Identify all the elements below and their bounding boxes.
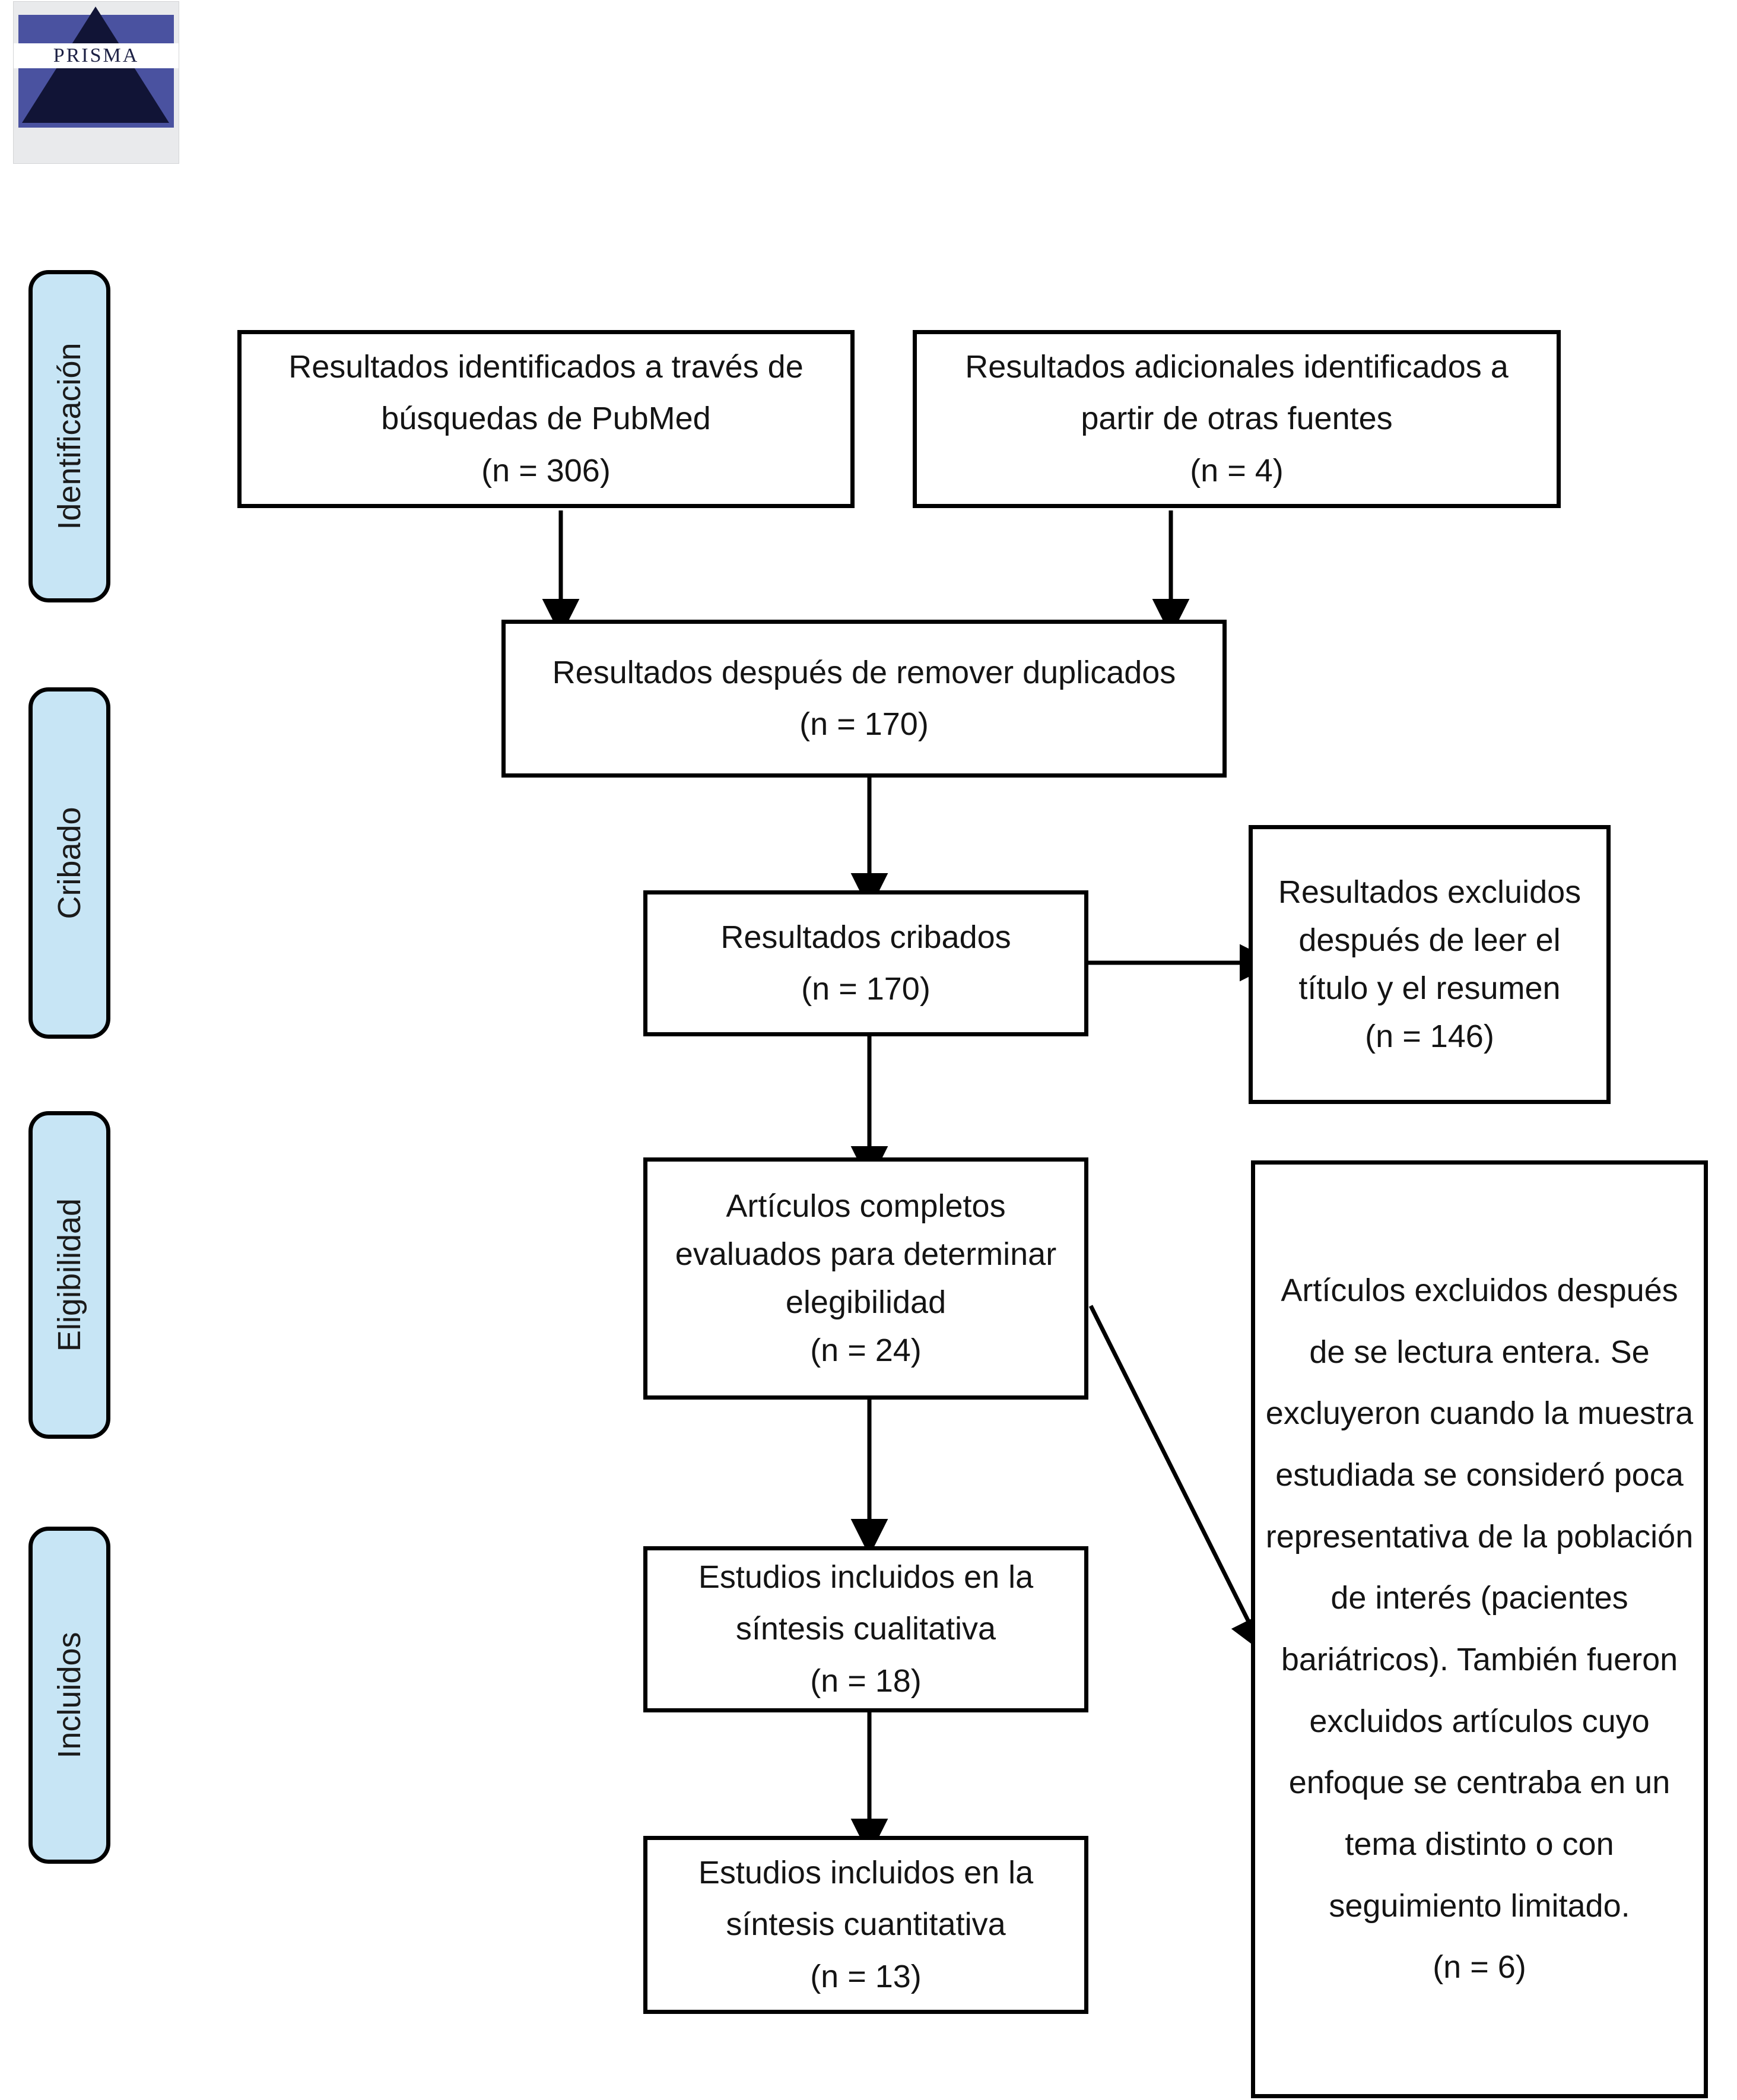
prisma-logo: PRISMA [13,1,179,164]
box-qualitative-synthesis: Estudios incluidos en la síntesis cualit… [643,1546,1088,1712]
box-screened: Resultados cribados(n = 170) [643,890,1088,1036]
stage-label-eligibilidad: Eligibilidad [28,1111,110,1439]
logo-white-band [14,43,179,68]
box-excluded-full-text-text: Artículos excluidos después de se lectur… [1265,1272,1694,1985]
box-after-duplicates-text: Resultados después de remover duplicados… [552,654,1176,742]
box-pubmed-records-text: Resultados identificados a través de bús… [288,348,804,488]
box-excluded-title-abstract-text: Resultados excluidos después de leer el … [1278,874,1582,1054]
box-after-duplicates: Resultados después de remover duplicados… [501,620,1227,778]
box-excluded-title-abstract: Resultados excluidos después de leer el … [1249,825,1611,1104]
stage-label-identificacion: Identificación [28,270,110,602]
box-pubmed-records: Resultados identificados a través de bús… [237,330,855,508]
box-full-text-assessed-text: Artículos completos evaluados para deter… [675,1188,1057,1368]
stage-label-incluidos: Incluidos [28,1527,110,1864]
box-other-sources: Resultados adicionales identificados a p… [913,330,1561,508]
box-excluded-full-text: Artículos excluidos después de se lectur… [1251,1160,1708,2098]
stage-label-text: Identificación [52,342,87,530]
stage-label-text: Incluidos [52,1632,87,1759]
stage-label-text: Eligibilidad [52,1198,87,1352]
stage-label-text: Cribado [52,807,87,919]
box-screened-text: Resultados cribados(n = 170) [720,919,1011,1007]
box-qualitative-synthesis-text: Estudios incluidos en la síntesis cualit… [698,1559,1034,1699]
box-quantitative-synthesis: Estudios incluidos en la síntesis cuanti… [643,1836,1088,2014]
logo-wordmark: PRISMA [53,45,139,66]
arrow-fulltext-to-excluded-fulltext [1088,1305,1265,1654]
box-quantitative-synthesis-text: Estudios incluidos en la síntesis cuanti… [698,1854,1034,1994]
box-full-text-assessed: Artículos completos evaluados para deter… [643,1157,1088,1400]
stage-label-cribado: Cribado [28,687,110,1039]
box-other-sources-text: Resultados adicionales identificados a p… [965,348,1509,488]
